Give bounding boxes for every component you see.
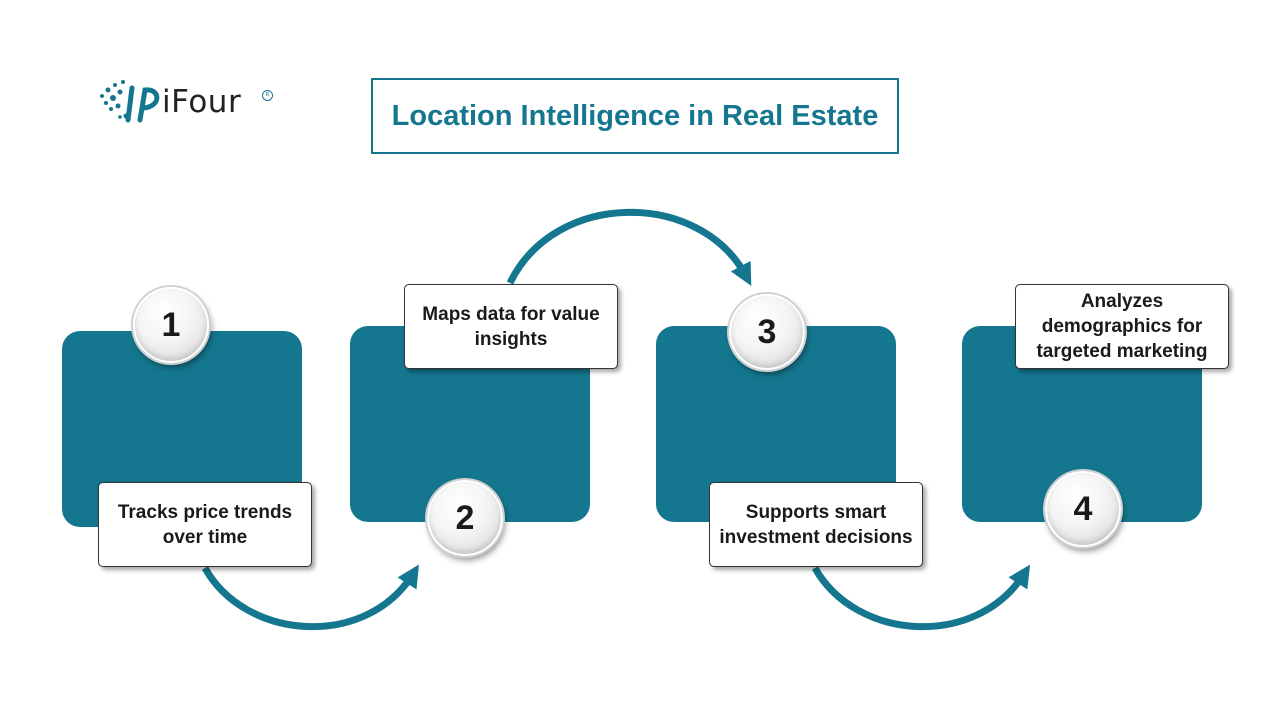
- step-2-label: Maps data for value insights: [404, 284, 618, 369]
- ifour-logo-icon: [100, 80, 160, 123]
- step-1-label: Tracks price trends over time: [98, 482, 312, 567]
- step-4-number: 4: [1045, 471, 1121, 547]
- page-title: Location Intelligence in Real Estate: [371, 78, 899, 154]
- arrow-step2-to-step3: [506, 208, 752, 286]
- step-3-label: Supports smart investment decisions: [709, 482, 923, 567]
- ifour-logo: iFour R: [98, 76, 278, 130]
- arrow-step3-to-step4: [811, 564, 1031, 630]
- step-2-number: 2: [427, 480, 503, 556]
- step-4-label: Analyzes demographics for targeted marke…: [1015, 284, 1229, 369]
- step-3-number: 3: [729, 294, 805, 370]
- logo-text: iFour: [162, 84, 242, 120]
- step-1-number: 1: [133, 287, 209, 363]
- registered-mark-icon: R: [262, 90, 273, 101]
- arrow-step1-to-step2: [201, 564, 419, 630]
